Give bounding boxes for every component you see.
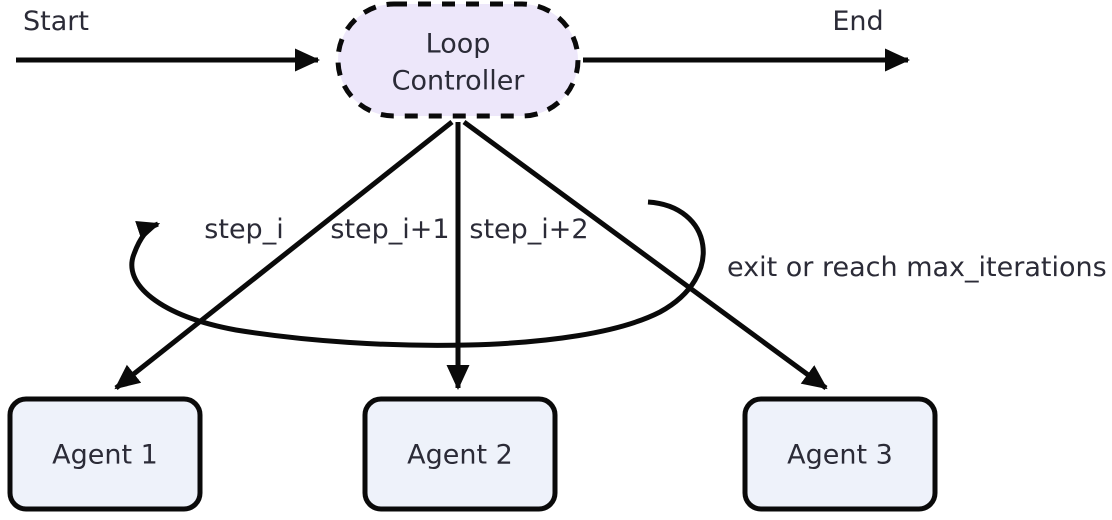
branch-label-step-i: step_i xyxy=(204,214,283,245)
branch-edge-agent-1 xyxy=(114,120,454,390)
loop-controller-node[interactable] xyxy=(335,1,581,119)
branch-label-step-i-plus-1: step_i+1 xyxy=(330,214,449,245)
feedback-loop-edge xyxy=(129,199,706,348)
end-label: End xyxy=(832,6,883,37)
feedback-condition-label: exit or reach max_iterations ? xyxy=(727,252,1112,283)
loop-controller-label-line2: Controller xyxy=(392,66,526,97)
agent-2-label: Agent 2 xyxy=(407,440,513,471)
agent-2-node[interactable] xyxy=(362,396,558,512)
agent-3-label: Agent 3 xyxy=(787,440,893,471)
branch-label-step-i-plus-2: step_i+2 xyxy=(469,214,588,245)
agent-3-node[interactable] xyxy=(742,396,938,512)
start-label: Start xyxy=(23,6,89,37)
loop-controller-label-line1: Loop xyxy=(426,29,491,60)
agent-1-node[interactable] xyxy=(7,396,203,512)
branch-edge-agent-3 xyxy=(462,119,828,391)
agent-1-label: Agent 1 xyxy=(52,440,158,471)
